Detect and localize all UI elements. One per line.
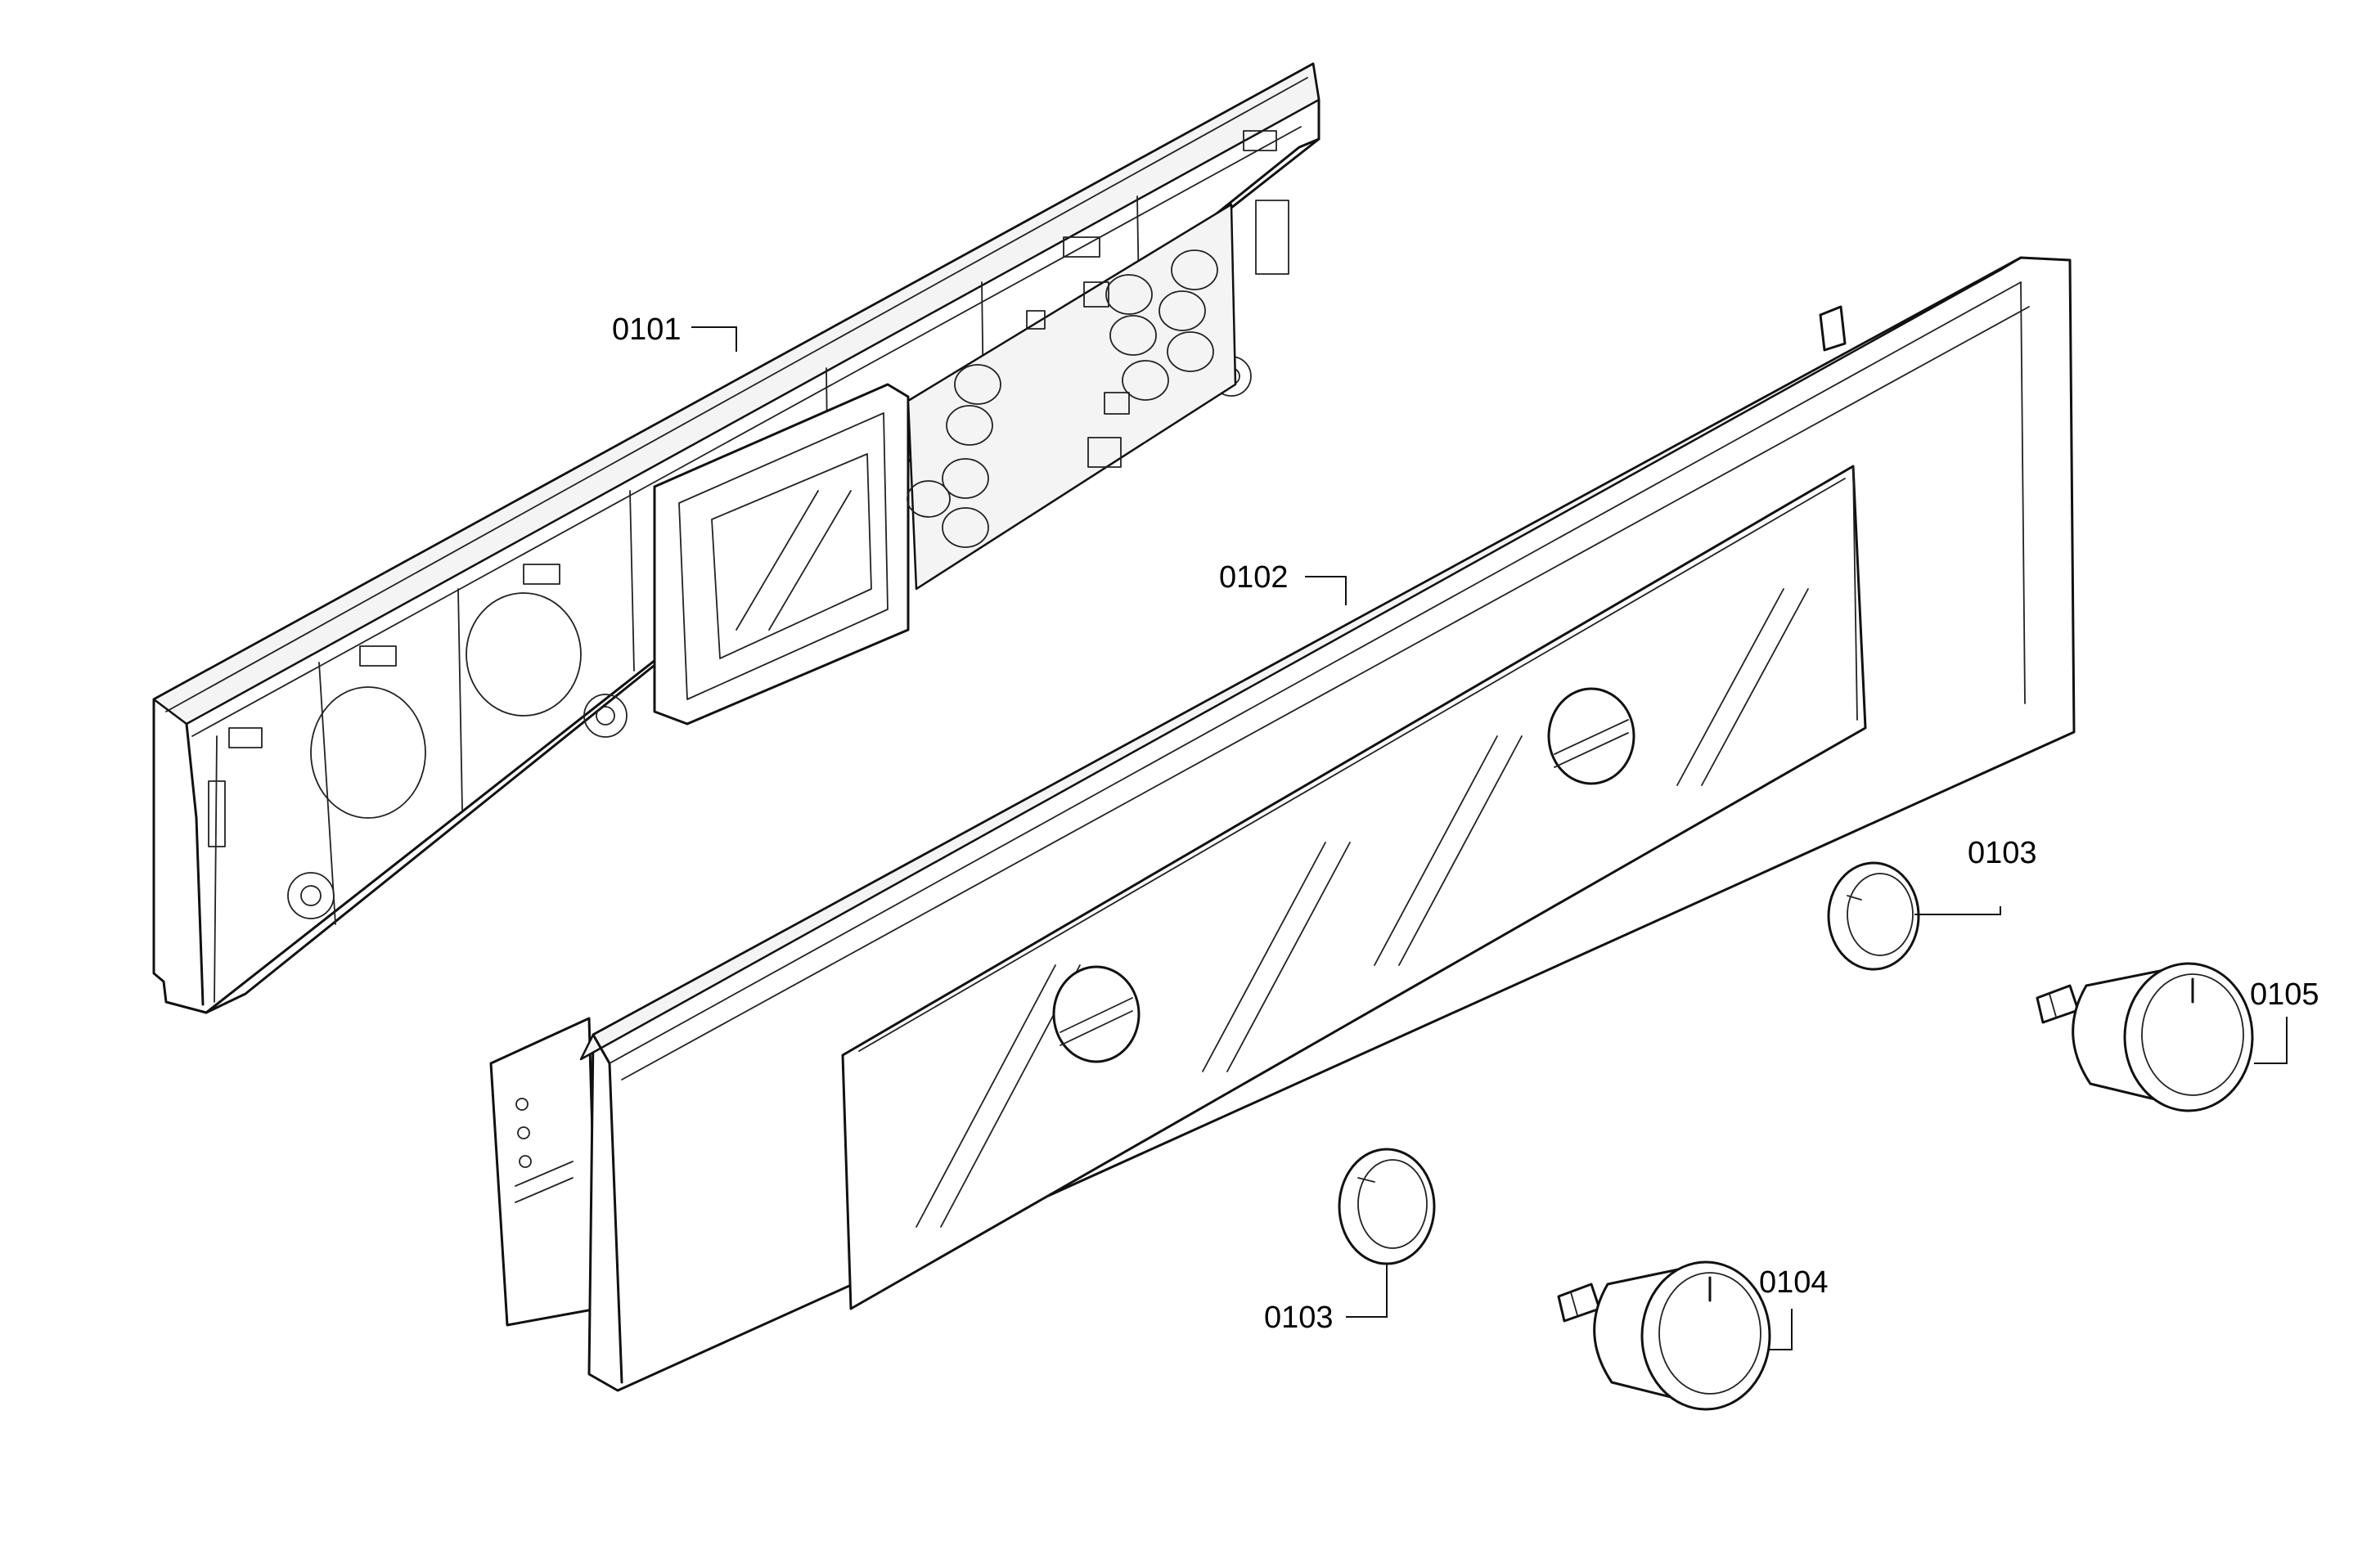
leader-0102	[1305, 576, 1347, 605]
part-0104-knob	[1557, 1260, 1771, 1411]
leader-0105	[2254, 1017, 2288, 1064]
leader-0103a	[1914, 906, 2001, 915]
label-0105: 0105	[2250, 977, 2319, 1012]
part-0103-ring-upper	[1827, 861, 1920, 971]
part-0102-front-panel	[489, 256, 2076, 1392]
label-0102: 0102	[1219, 560, 1289, 595]
leader-0104	[1770, 1309, 1793, 1350]
label-0103-lower: 0103	[1264, 1301, 1334, 1335]
part-0105-knob	[2036, 962, 2254, 1112]
leader-0103b	[1346, 1264, 1388, 1318]
label-0104: 0104	[1759, 1265, 1829, 1300]
label-0103-upper: 0103	[1968, 836, 2037, 870]
leader-0101	[691, 326, 737, 352]
part-0101-housing	[152, 62, 1320, 1014]
label-0101: 0101	[612, 312, 682, 347]
part-0103-ring-lower	[1338, 1148, 1436, 1265]
